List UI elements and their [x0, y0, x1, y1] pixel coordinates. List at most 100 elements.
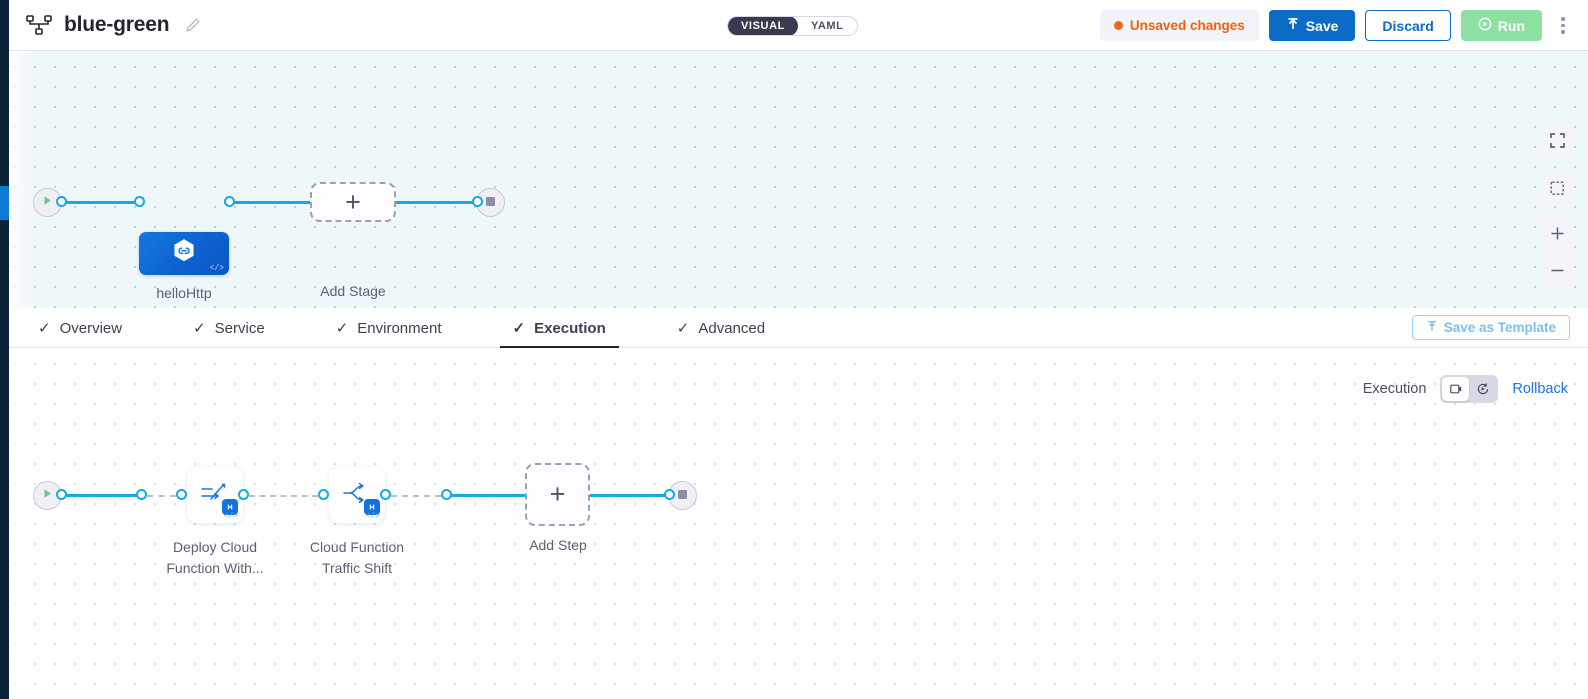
execution-canvas[interactable]: Execution Rollback	[0, 348, 1588, 699]
traffic-shift-icon	[340, 478, 374, 513]
config-tabs-bar: ✓ Overview ✓ Service ✓ Environment ✓ Exe…	[0, 308, 1588, 348]
save-button-label: Save	[1305, 17, 1339, 34]
save-as-template-label: Save as Template	[1443, 320, 1556, 335]
execution-label: Execution	[1362, 381, 1427, 397]
step2-input-port[interactable]	[318, 489, 329, 500]
step2-label-line2: Traffic Shift	[321, 560, 393, 576]
fit-screen-icon[interactable]	[1540, 123, 1574, 157]
edge-add-to-end	[392, 201, 482, 204]
step1-input-port[interactable]	[176, 489, 187, 500]
pipeline-end-node[interactable]	[476, 188, 505, 217]
stage-input-port[interactable]	[134, 196, 145, 207]
visual-yaml-toggle[interactable]: VISUAL YAML	[727, 16, 858, 36]
toggle-option-yaml[interactable]: YAML	[810, 20, 844, 32]
stop-end-icon	[485, 194, 496, 212]
step1-code-mark: </>	[223, 512, 238, 521]
add-step-button[interactable]: +	[525, 463, 590, 526]
step-badge-icon	[364, 499, 380, 515]
play-start-icon	[41, 194, 54, 212]
plus-icon: +	[549, 479, 566, 509]
play-circle-icon	[1478, 17, 1492, 34]
canvas-left-fade-bottom	[9, 348, 35, 699]
pencil-icon[interactable]	[185, 17, 201, 33]
check-icon: ✓	[512, 320, 526, 337]
play-start-icon	[41, 487, 54, 505]
tab-environment-label: Environment	[357, 319, 442, 337]
step2-label-line1: Cloud Function	[309, 539, 405, 555]
execution-start-port[interactable]	[56, 489, 67, 500]
check-icon: ✓	[193, 320, 206, 337]
fit-screen-button[interactable]	[1540, 123, 1574, 157]
discard-button-label: Discard	[1382, 17, 1434, 34]
add-step-label: Add Step	[529, 537, 587, 553]
unsaved-changes-label: Unsaved changes	[1129, 18, 1245, 33]
edge-step1-to-step2	[249, 495, 318, 497]
unsaved-dot-icon	[1113, 21, 1123, 30]
execution-view-bar: Execution Rollback	[1363, 375, 1568, 403]
page-title: blue-green	[64, 13, 170, 36]
check-icon: ✓	[38, 320, 51, 337]
tab-environment[interactable]: ✓ Environment	[323, 308, 455, 348]
stop-end-icon	[677, 487, 688, 505]
tab-service-label: Service	[214, 319, 265, 337]
run-button-label: Run	[1497, 17, 1525, 34]
stage-code-mark: </>	[209, 264, 224, 273]
step1-output-port[interactable]	[238, 489, 249, 500]
add-stage-button[interactable]: +	[310, 182, 396, 222]
edge-group-in-to-step1	[147, 495, 176, 497]
select-area-button[interactable]	[1540, 171, 1574, 205]
end-input-port[interactable]	[472, 196, 483, 207]
app-header: blue-green VISUAL YAML Unsaved changes	[0, 0, 1588, 51]
tab-advanced[interactable]: ✓ Advanced	[664, 308, 778, 348]
check-icon: ✓	[335, 320, 349, 337]
edge-stage-to-add	[224, 201, 319, 204]
zoom-out-icon[interactable]	[1540, 252, 1574, 289]
save-button[interactable]: Save	[1268, 10, 1356, 41]
edge-step2-to-group-out	[391, 495, 441, 497]
stage-node-hellohttp[interactable]: </>	[139, 232, 229, 275]
step2-code-mark: </>	[365, 512, 380, 521]
execution-rollback-toggle[interactable]	[1440, 375, 1499, 403]
zoom-in-icon[interactable]	[1540, 215, 1574, 252]
group-input-port[interactable]	[136, 489, 147, 500]
upload-icon	[1286, 17, 1300, 34]
edge-start-to-group	[58, 494, 142, 497]
config-tabs: ✓ Overview ✓ Service ✓ Environment ✓ Exe…	[25, 308, 823, 348]
tab-service[interactable]: ✓ Service	[180, 308, 278, 348]
tab-overview[interactable]: ✓ Overview	[25, 308, 135, 348]
save-as-template-button[interactable]: Save as Template	[1411, 315, 1570, 340]
group-output-port[interactable]	[441, 489, 452, 500]
left-rail-active-indicator	[0, 186, 9, 220]
toggle-option-visual[interactable]: VISUAL	[728, 17, 798, 35]
discard-button[interactable]: Discard	[1365, 10, 1451, 41]
tab-execution[interactable]: ✓ Execution	[499, 308, 620, 348]
rollback-link[interactable]: Rollback	[1512, 381, 1568, 397]
step-node-deploy-cloud-function[interactable]: </>	[187, 467, 243, 523]
execution-end-port[interactable]	[664, 489, 675, 500]
unsaved-changes-badge: Unsaved changes	[1099, 10, 1259, 41]
upload-template-icon	[1426, 320, 1438, 335]
edge-start-to-stage	[58, 201, 144, 204]
plus-icon: +	[345, 186, 361, 217]
zoom-controls[interactable]	[1540, 215, 1574, 289]
stage-canvas[interactable]: </> helloHttp + Add Stage	[0, 51, 1588, 308]
step1-label-line2: Function With...	[166, 560, 264, 576]
tab-advanced-label: Advanced	[698, 319, 766, 337]
edge-group-to-add-step	[451, 494, 525, 497]
start-output-port[interactable]	[56, 196, 67, 207]
deploy-function-icon	[198, 478, 232, 513]
execution-start-node[interactable]	[33, 481, 62, 510]
rollback-view-icon[interactable]	[1469, 377, 1496, 401]
execution-view-icon[interactable]	[1442, 377, 1470, 401]
kebab-menu-icon[interactable]	[1552, 12, 1574, 40]
pipeline-nodes-icon	[26, 14, 52, 36]
step2-output-port[interactable]	[380, 489, 391, 500]
select-area-icon[interactable]	[1540, 171, 1574, 205]
run-button[interactable]: Run	[1460, 10, 1542, 41]
stage-output-port[interactable]	[224, 196, 235, 207]
header-left-group: blue-green	[26, 13, 201, 37]
step-badge-icon	[222, 499, 238, 515]
step-node-cloud-function-traffic-shift[interactable]: </>	[329, 467, 385, 523]
canvas-left-fade	[9, 51, 35, 308]
